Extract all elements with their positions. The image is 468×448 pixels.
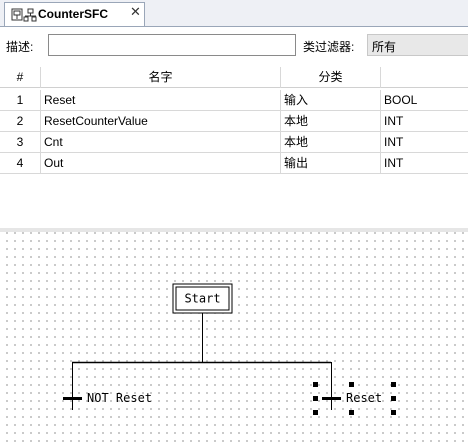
transition-condition-left[interactable]: NOT Reset [87,391,152,405]
row-number: 3 [0,132,41,153]
column-header-number[interactable]: # [0,67,41,88]
initial-step-start[interactable]: Start [172,283,233,314]
variable-category[interactable]: 输入 [281,90,381,111]
column-header-type[interactable] [381,67,468,88]
column-header-name[interactable]: 名字 [41,67,281,88]
variable-category[interactable]: 本地 [281,111,381,132]
pane-splitter[interactable] [0,228,468,232]
sfc-diagram: Start NOT Reset Reset [63,283,396,415]
variable-type[interactable]: INT [384,135,404,149]
variable-category[interactable]: 本地 [281,132,381,153]
row-number: 2 [0,111,41,132]
close-icon[interactable]: ✕ [130,5,141,20]
variable-category[interactable]: 输出 [281,153,381,174]
tab-strip: CounterSFC ✕ [0,0,468,27]
table-header: # 名字 分类 [0,67,468,88]
table-row[interactable]: 4 Out 输出 INT [0,153,468,174]
variable-name[interactable]: Out [41,153,281,174]
variable-table: # 名字 分类 1 Reset 输入 BOOL 2 ResetCounterVa… [0,67,468,223]
category-filter-label: 类过滤器: [303,40,355,54]
category-filter-select[interactable]: 所有 [367,34,468,56]
category-filter-value: 所有 [372,40,397,54]
tab-title: CounterSFC [38,7,108,21]
variable-type[interactable]: INT [384,114,404,128]
row-number: 4 [0,153,41,174]
sfc-chart-icon [11,8,37,22]
variable-name[interactable]: ResetCounterValue [41,111,281,132]
description-label: 描述: [6,40,34,54]
step-label: Start [184,292,220,306]
table-row[interactable]: 3 Cnt 本地 INT [0,132,468,153]
variable-name[interactable]: Reset [41,90,281,111]
sfc-canvas[interactable]: Start NOT Reset Reset [0,232,468,448]
row-number: 1 [0,90,41,111]
column-header-category[interactable]: 分类 [281,67,381,88]
description-input[interactable] [48,34,296,56]
tab-countersfc[interactable]: CounterSFC ✕ [4,2,145,26]
table-row[interactable]: 1 Reset 输入 BOOL [0,90,468,111]
variable-type[interactable]: BOOL [384,93,418,107]
transition-condition-right[interactable]: Reset [346,391,382,405]
variable-name[interactable]: Cnt [41,132,281,153]
filter-bar: 描述: 类过滤器: 所有 [0,27,468,65]
selection-handles[interactable] [313,382,396,415]
table-row[interactable]: 2 ResetCounterValue 本地 INT [0,111,468,132]
variable-type[interactable]: INT [384,156,404,170]
